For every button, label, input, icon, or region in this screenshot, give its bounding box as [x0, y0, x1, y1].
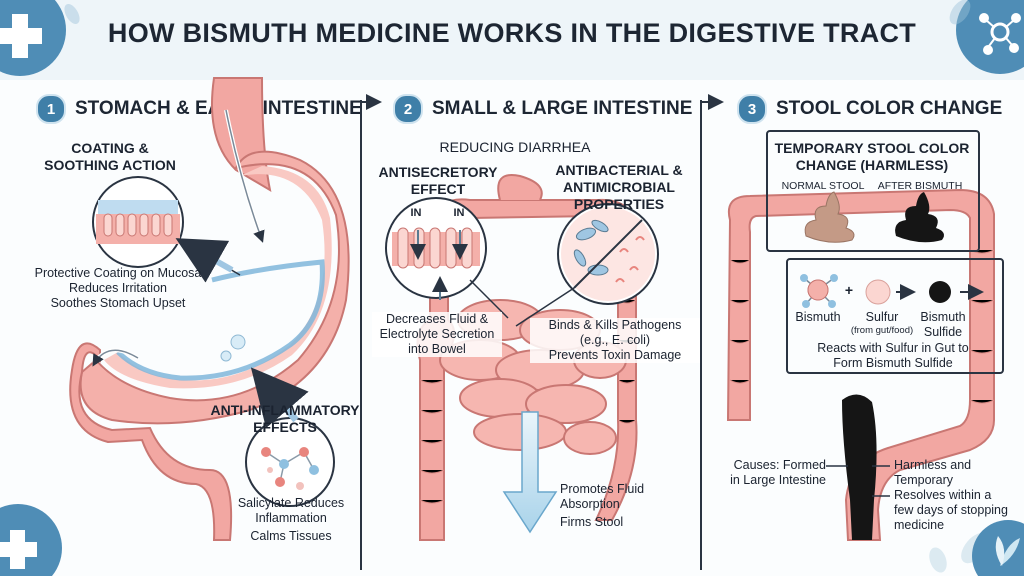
reaction-box — [786, 258, 1004, 374]
stool-box-title: TEMPORARY STOOL COLOR CHANGE (HARMLESS) — [774, 140, 970, 173]
antibacterial-title: ANTIBACTERIAL & ANTIMICROBIAL PROPERTIES — [555, 162, 683, 212]
section-header-1: 1 STOMACH & EARLY INTESTINE — [36, 94, 362, 124]
promotes-line: Absorption — [560, 497, 620, 511]
antibacterial-line: Binds & Kills Pathogens — [548, 318, 682, 332]
section-number-badge: 2 — [393, 94, 423, 124]
section-title: STOOL COLOR CHANGE — [776, 98, 1003, 119]
reaction-diagram — [800, 274, 984, 308]
anti-line: Salicylate Reduces — [237, 496, 345, 510]
antibacterial-description: Binds & Kills Pathogens (e.g., E. coli) … — [530, 318, 700, 363]
coating-inset — [92, 176, 241, 283]
promotes-description: Promotes Fluid Absorption Firms Stool — [560, 482, 670, 530]
sulfur-text: Sulfur — [865, 310, 899, 324]
anti-line: Inflammation — [255, 511, 327, 525]
section-number-badge: 1 — [36, 94, 66, 124]
stool-color-box — [766, 130, 980, 252]
sulfur-label: Sulfur (from gut/food) — [846, 310, 918, 336]
promotes-line: Firms Stool — [560, 515, 624, 529]
section-divider — [360, 100, 362, 570]
colon-illustration — [726, 188, 995, 541]
section-header-2: 2 SMALL & LARGE INTESTINE — [393, 94, 692, 124]
antibacterial-line: (e.g., E. coli) — [579, 333, 651, 347]
antisecretory-line: Electrolyte Secretion — [379, 327, 495, 341]
coating-description: Protective Coating on Mucosa Reduces Irr… — [20, 266, 216, 311]
molecule-inset — [245, 367, 335, 507]
coating-title: COATING & SOOTHING ACTION — [44, 140, 176, 173]
section-divider — [700, 100, 702, 570]
normal-stool-icon — [804, 191, 855, 243]
antibacterial-line: Prevents Toxin Damage — [548, 348, 682, 362]
in-label: IN — [453, 207, 465, 219]
plant-icon — [972, 520, 1024, 576]
normal-stool-label: NORMAL STOOL — [781, 180, 865, 192]
promotes-line: Promotes Fluid — [560, 482, 645, 496]
anti-inflammatory-description: Salicylate Reduces Inflammation Calms Ti… — [226, 496, 356, 544]
page-title: HOW BISMUTH MEDICINE WORKS IN THE DIGEST… — [107, 18, 917, 48]
plus-sign: + — [844, 282, 854, 298]
harmless-label: Harmless and Temporary — [894, 458, 972, 487]
section-number-badge: 3 — [737, 94, 767, 124]
coating-line: Soothes Stomach Upset — [50, 296, 186, 310]
dark-stool-icon — [895, 192, 944, 243]
antisecretory-title: ANTISECRETORY EFFECT — [378, 164, 498, 197]
medical-cross-icon — [0, 0, 66, 76]
antisecretory-line: Decreases Fluid & — [385, 312, 489, 326]
antisecretory-line: into Bowel — [408, 342, 466, 356]
reaction-description: Reacts with Sulfur in Gut to Form Bismut… — [817, 341, 969, 370]
causes-label: Causes: Formed in Large Intestine — [730, 458, 826, 487]
molecule-icon — [956, 0, 1024, 74]
bismuth-sulfide-label: Bismuth Sulfide — [920, 310, 966, 339]
anti-inflammatory-title: ANTI-INFLAMMATORY EFFECTS — [210, 402, 360, 435]
section-title: SMALL & LARGE INTESTINE — [432, 98, 693, 119]
after-bismuth-label: AFTER BISMUTH — [877, 180, 963, 192]
bismuth-label: Bismuth — [795, 310, 841, 324]
stomach-illustration — [69, 77, 350, 541]
sulfur-subtext: (from gut/food) — [850, 325, 914, 336]
reducing-diarrhea-label: REDUCING DIARRHEA — [439, 139, 591, 155]
coating-line: Reduces Irritation — [69, 281, 167, 295]
antibacterial-inset — [515, 203, 659, 327]
in-label: IN — [410, 207, 422, 219]
anti-line: Calms Tissues — [250, 529, 332, 543]
resolves-label: Resolves within a few days of stopping m… — [894, 488, 1008, 532]
antisecretory-description: Decreases Fluid & Electrolyte Secretion … — [372, 312, 502, 357]
coating-line: Protective Coating on Mucosa — [34, 266, 202, 280]
antisecretory-inset — [385, 197, 509, 319]
medical-cross-icon — [0, 504, 62, 576]
section-header-3: 3 STOOL COLOR CHANGE — [737, 94, 1002, 124]
